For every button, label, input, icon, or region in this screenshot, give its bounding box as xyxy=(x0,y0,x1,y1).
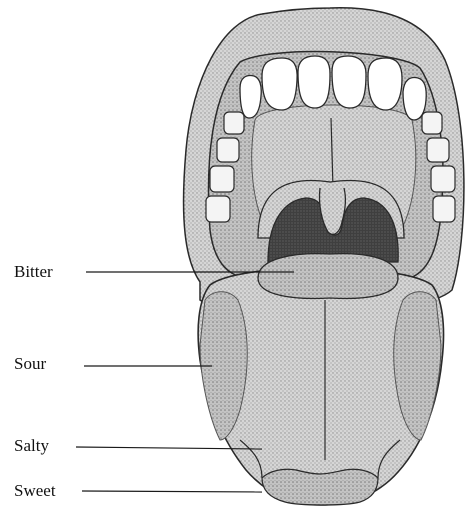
sweet-label: Sweet xyxy=(14,482,56,499)
tooth xyxy=(210,166,234,192)
tooth xyxy=(298,56,330,108)
tooth xyxy=(206,196,230,222)
tooth xyxy=(262,58,297,110)
tooth xyxy=(224,112,244,134)
tooth xyxy=(217,138,239,162)
tooth xyxy=(368,58,402,110)
tooth xyxy=(422,112,442,134)
bitter-zone xyxy=(258,254,398,299)
tooth xyxy=(433,196,455,222)
salty-label: Salty xyxy=(14,437,49,454)
sweet-leader-line xyxy=(82,491,262,492)
bitter-label: Bitter xyxy=(14,263,53,280)
sweet-zone xyxy=(262,469,378,505)
tooth xyxy=(240,76,261,119)
tooth xyxy=(431,166,455,192)
sour-label: Sour xyxy=(14,355,46,372)
tooth xyxy=(332,56,366,108)
tooth xyxy=(427,138,449,162)
